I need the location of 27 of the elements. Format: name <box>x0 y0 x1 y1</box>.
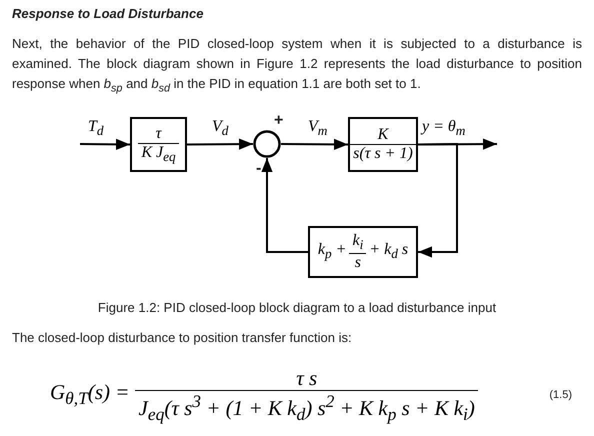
denominator-text: J$_{eq}$(τ s$^{3}$ + (1 + K k$_{d}$) s$^{2}$ + K k$_{p}$ s + K k$_{i}$) <box>137 390 476 424</box>
summing-junction <box>253 130 281 158</box>
section-heading: Response to Load Disturbance <box>12 6 204 21</box>
formula-text: k$_{p}$ + <box>318 241 346 263</box>
numerator-text: τ s <box>135 366 478 391</box>
paragraph: Next, the behavior of the PID closed-loop system when it is subjected to a disturbance is examined. The block diagram shown in Figure 1.2 represents the load disturbance to position response when b$_{sp}$ and b$_{sd}$ in the PID in equation 1.1 are both set to 1. <box>12 35 582 97</box>
transfer-function-box <box>130 117 187 172</box>
arrow <box>80 138 130 150</box>
arrow <box>261 158 308 253</box>
denominator-text: s(τ s + 1) <box>352 145 414 164</box>
formula-text: + k$_{d}$ s <box>369 241 408 263</box>
numerator-text: K <box>350 126 416 145</box>
sign-label: - <box>256 160 262 178</box>
arrow <box>418 142 458 258</box>
equation-text: G$_{θ,T}$(s) = <box>50 380 130 410</box>
denominator-text: K J$_{eq}$ <box>140 144 177 164</box>
arrow <box>187 138 253 150</box>
arrow <box>281 138 348 150</box>
denominator-text: s <box>354 254 362 272</box>
transfer-function-box <box>348 117 418 172</box>
numerator-text: k$_{i}$ <box>349 232 366 254</box>
paragraph: The closed-loop disturbance to position transfer function is: <box>12 330 352 345</box>
sign-label: + <box>274 112 284 130</box>
figure-caption: Figure 1.2: PID closed-loop block diagram to a load disturbance input <box>96 300 498 315</box>
controller-box <box>308 226 418 278</box>
equation-number: (1.5) <box>549 389 572 401</box>
numerator-text: τ <box>138 124 179 144</box>
